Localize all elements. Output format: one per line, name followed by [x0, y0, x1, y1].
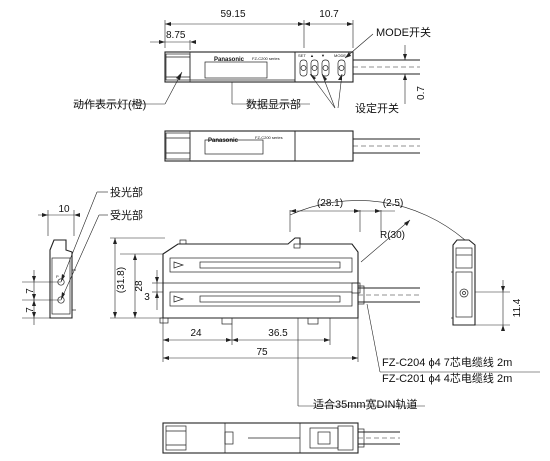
dim-radius: R(30) — [380, 230, 405, 241]
model-label-2: FZ-C200 series — [255, 135, 283, 140]
dim-width-36-5: 36.5 — [268, 328, 288, 339]
dim-radius-left: (28.1) — [317, 198, 343, 209]
dim-height-total: (31.8) — [116, 267, 127, 293]
cable-label-1: FZ-C204 ϕ4 7芯电缆线 2m — [382, 355, 512, 369]
btn-mode-label: MODE — [334, 53, 346, 58]
cable-port — [459, 288, 469, 298]
set-button — [300, 65, 307, 71]
emitter-arrow-icon — [173, 261, 185, 269]
front-view: (28.1) (2.5) R(30) — [110, 198, 540, 411]
set-switch-label: 设定开关 — [355, 101, 399, 115]
down-button — [322, 65, 329, 71]
left-side-view: 10 P 投光部 受光部 7 7 — [22, 185, 143, 325]
bottom-view — [162, 422, 400, 454]
indicator-light-label: 动作表示灯(橙) — [73, 97, 146, 111]
dim-top-right: 10.7 — [319, 9, 339, 20]
dim-side-7a: 7 — [25, 288, 36, 294]
dim-height-small: 3 — [144, 292, 150, 303]
data-display-label: 数据显示部 — [246, 97, 301, 111]
dim-top-vertical: 0.7 — [416, 86, 427, 100]
brand-logo-2: Panasonic — [208, 138, 239, 144]
dim-top-left-small: 8.75 — [166, 30, 186, 41]
dim-right-height: 11.4 — [512, 298, 523, 317]
mode-button — [338, 65, 345, 71]
mode-switch-label: MODE开关 — [376, 25, 431, 39]
btn-up-label: ▲ — [310, 53, 314, 58]
dim-height-body: 28 — [134, 280, 145, 292]
cable-label-2: FZ-C201 ϕ4 4芯电缆线 2m — [382, 371, 512, 385]
dim-width-24: 24 — [190, 328, 202, 339]
right-side-view: 11.4 — [451, 239, 523, 331]
top-view: 59.15 10.7 8.75 Panasonic FZ-C200 series… — [73, 9, 431, 115]
din-rail-label: 适合35mm宽DIN轨道 — [313, 397, 418, 411]
model-label: FZ-C200 series — [252, 56, 280, 61]
dim-side-7b: 7 — [25, 307, 36, 313]
dim-width-75: 75 — [256, 347, 268, 358]
emitter-label: 投光部 — [110, 185, 143, 199]
btn-set-label: SET — [298, 53, 306, 58]
btn-down-label: ▼ — [321, 53, 325, 58]
dim-side-width: 10 — [58, 204, 70, 215]
p-icon: P — [56, 274, 59, 279]
dim-radius-right: (2.5) — [383, 198, 404, 209]
receiver-arrow-icon — [173, 295, 185, 303]
receiver-label: 受光部 — [110, 208, 143, 222]
brand-logo: Panasonic — [214, 57, 245, 63]
dim-top-width: 59.15 — [220, 9, 245, 20]
up-button — [311, 65, 318, 71]
top-view-2: Panasonic FZ-C200 series — [164, 130, 420, 162]
